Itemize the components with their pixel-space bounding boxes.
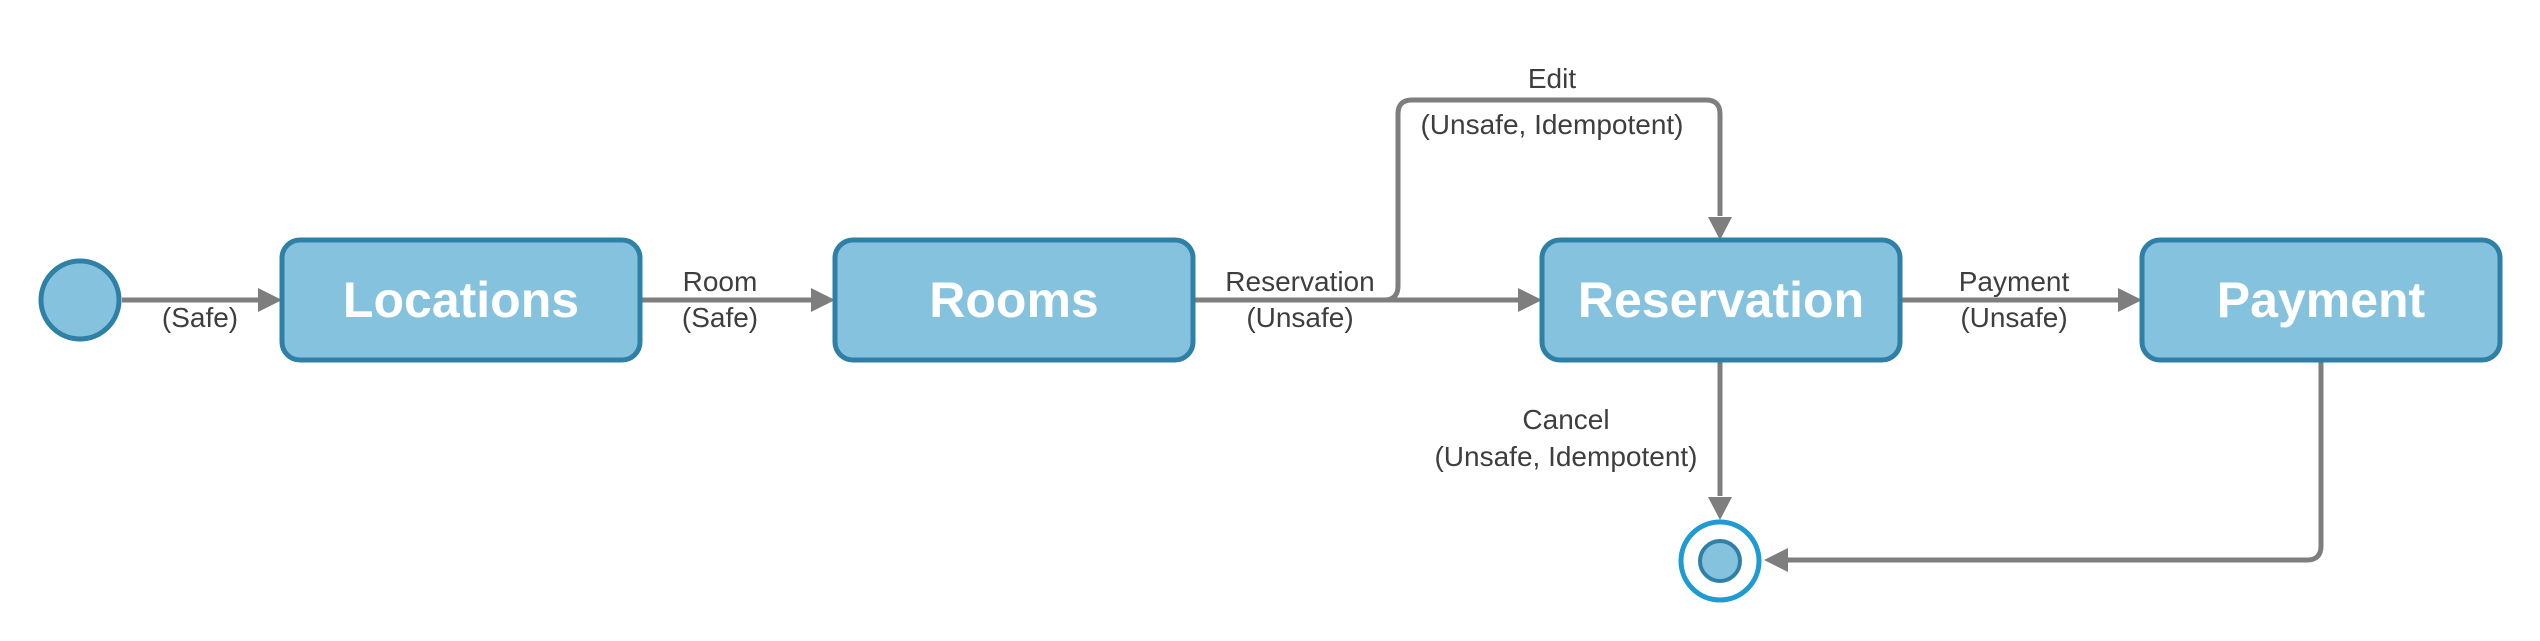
edge-label: (Unsafe) bbox=[1960, 302, 2067, 333]
edge-initial-to-locations: (Safe) bbox=[122, 288, 282, 333]
state-node-reservation: Reservation bbox=[1539, 237, 1903, 363]
edge-label: Payment bbox=[1959, 266, 2070, 297]
state-node-locations-label: Locations bbox=[343, 272, 579, 328]
arrowhead-icon bbox=[1708, 217, 1732, 240]
edge-label: (Unsafe, Idempotent) bbox=[1420, 109, 1683, 140]
edge-payment-to-final bbox=[1764, 360, 2324, 572]
initial-state-circle bbox=[38, 258, 122, 342]
arrowhead-icon bbox=[258, 288, 282, 312]
edge-locations-to-rooms: Room (Safe) bbox=[640, 266, 835, 333]
state-node-rooms-box bbox=[832, 237, 1196, 363]
edge-rooms-to-reservation: Reservation (Unsafe) bbox=[1193, 266, 1542, 333]
arrowhead-icon bbox=[1518, 288, 1542, 312]
edge-reservation-self-edit: Edit (Unsafe, Idempotent) bbox=[1383, 63, 1732, 303]
state-node-reservation-box bbox=[1539, 237, 1903, 363]
state-node-payment-label: Payment bbox=[2217, 272, 2426, 328]
edge-line bbox=[1788, 360, 2324, 563]
edge-label: Edit bbox=[1528, 63, 1576, 94]
final-state-node bbox=[1678, 519, 1762, 603]
state-node-reservation-label: Reservation bbox=[1578, 272, 1864, 328]
state-node-locations: Locations bbox=[279, 237, 643, 363]
state-node-locations-box bbox=[279, 237, 643, 363]
edge-label: (Safe) bbox=[162, 302, 238, 333]
initial-state-node bbox=[38, 258, 122, 342]
state-node-rooms: Rooms bbox=[832, 237, 1196, 363]
edge-label: Room bbox=[683, 266, 758, 297]
edge-reservation-to-payment: Payment (Unsafe) bbox=[1900, 266, 2142, 333]
edge-label: Cancel bbox=[1522, 404, 1609, 435]
edge-label: Reservation bbox=[1225, 266, 1374, 297]
arrowhead-icon bbox=[2118, 288, 2142, 312]
arrowhead-icon bbox=[811, 288, 835, 312]
state-node-rooms-label: Rooms bbox=[929, 272, 1098, 328]
arrowhead-icon bbox=[1708, 497, 1732, 520]
final-state-dot bbox=[1698, 539, 1742, 583]
edge-label: (Safe) bbox=[682, 302, 758, 333]
arrowhead-icon bbox=[1764, 548, 1788, 572]
state-node-payment-box bbox=[2139, 237, 2503, 363]
edge-label: (Unsafe, Idempotent) bbox=[1434, 441, 1697, 472]
edge-label: (Unsafe) bbox=[1246, 302, 1353, 333]
edge-line bbox=[1383, 97, 1723, 303]
state-node-payment: Payment bbox=[2139, 237, 2503, 363]
edge-reservation-to-final-cancel: Cancel (Unsafe, Idempotent) bbox=[1434, 360, 1732, 520]
